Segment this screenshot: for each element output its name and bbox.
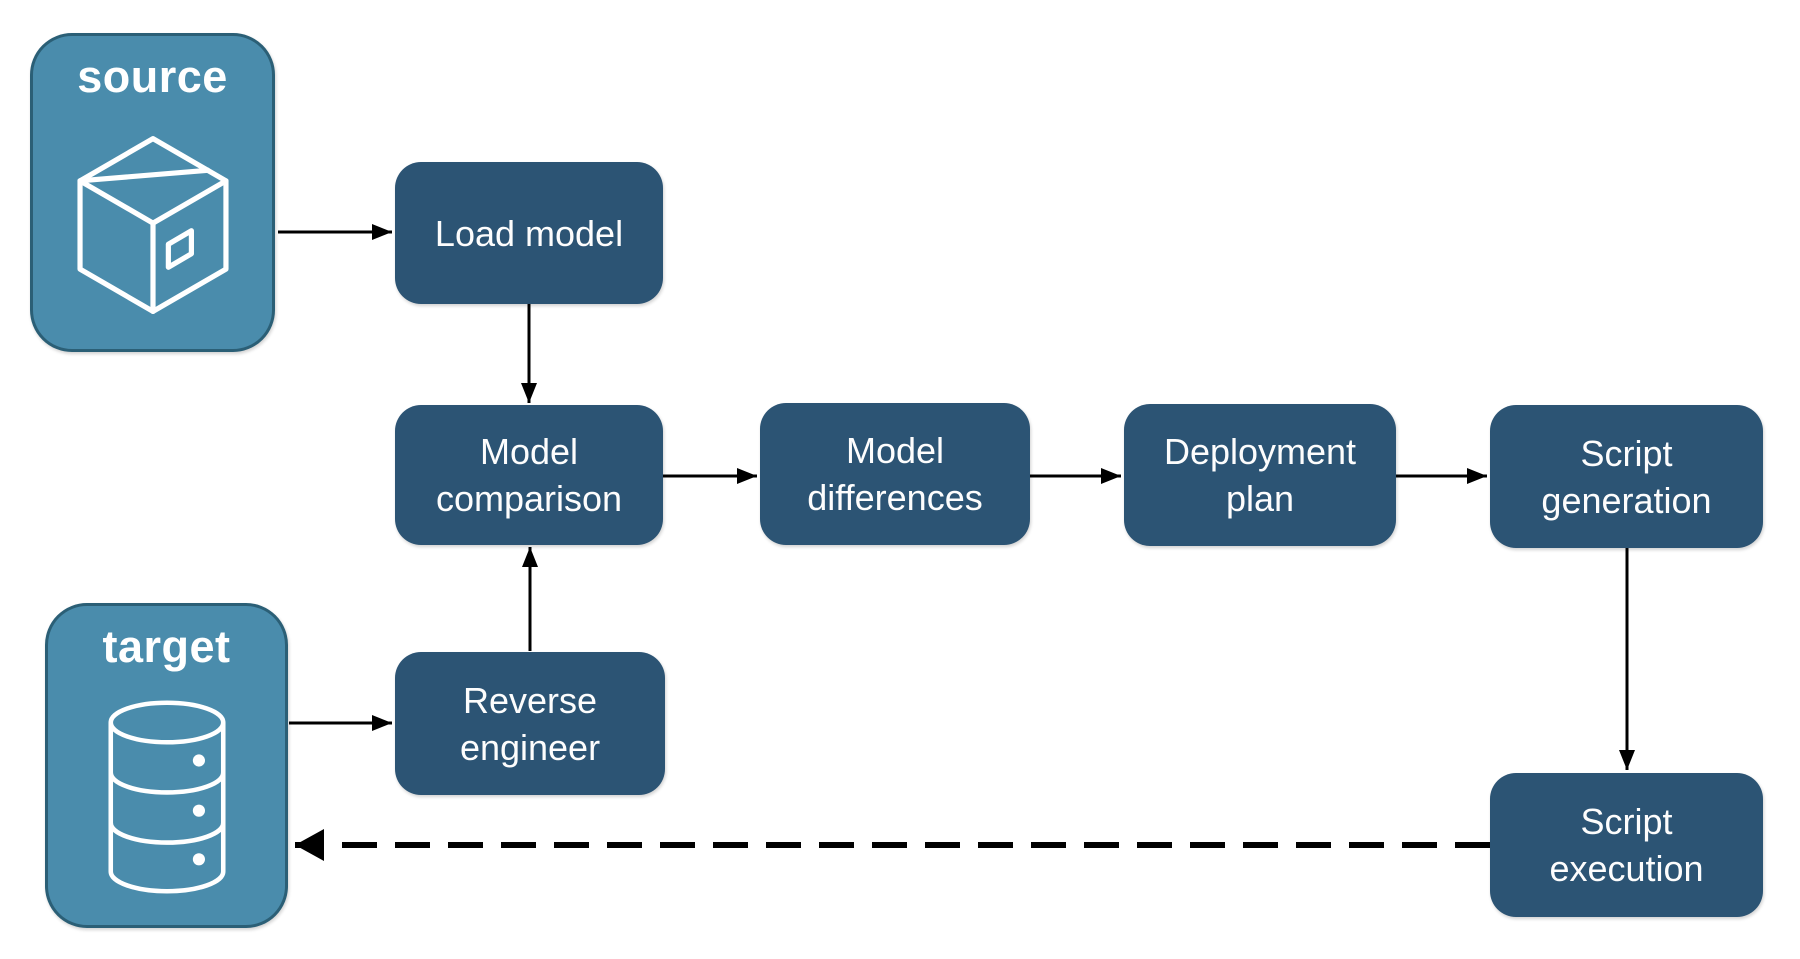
node-script-generation-label: Script generation bbox=[1541, 432, 1712, 521]
node-model-differences-label: Model differences bbox=[807, 430, 983, 518]
node-model-differences: Model differences bbox=[760, 403, 1030, 545]
node-deployment-plan: Deployment plan bbox=[1124, 404, 1396, 546]
node-deployment-plan-label: Deployment plan bbox=[1163, 431, 1357, 519]
package-icon bbox=[57, 102, 249, 350]
node-model-comparison-label: Model comparison bbox=[435, 431, 623, 519]
node-target-label: target bbox=[102, 621, 231, 672]
node-source: source bbox=[30, 33, 275, 352]
node-target: target bbox=[45, 603, 288, 928]
node-model-comparison: Model comparison bbox=[395, 405, 663, 545]
node-load-model: Load model bbox=[395, 162, 663, 304]
node-reverse-engineer-label: Reverse engineer bbox=[459, 679, 601, 768]
node-script-execution: Script execution bbox=[1490, 773, 1763, 917]
node-script-generation: Script generation bbox=[1490, 405, 1763, 548]
node-source-label: source bbox=[77, 51, 228, 102]
database-icon bbox=[91, 672, 243, 926]
node-reverse-engineer: Reverse engineer bbox=[395, 652, 665, 795]
node-script-execution-label: Script execution bbox=[1549, 801, 1704, 889]
node-load-model-label: Load model bbox=[434, 212, 624, 254]
